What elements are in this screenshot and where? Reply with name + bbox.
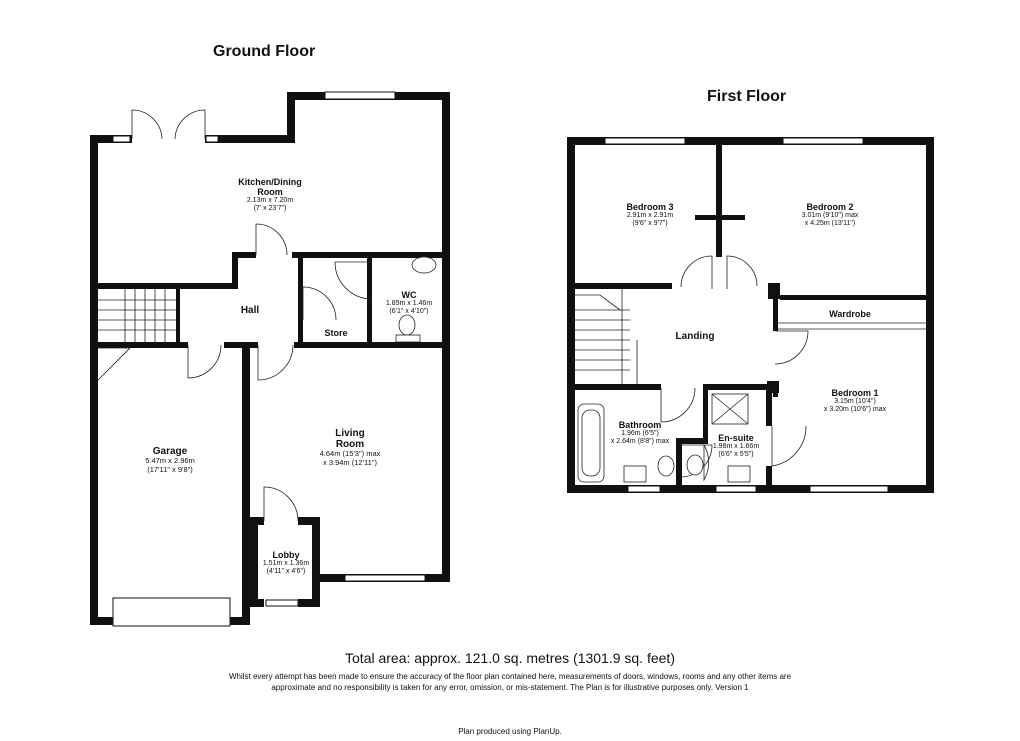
disclaimer: Whilst every attempt has been made to en…: [170, 671, 850, 693]
room-name: WC: [401, 290, 417, 300]
room-name: Hall: [240, 305, 260, 316]
room-dimensions: 1.96m (6'5"): [621, 430, 659, 438]
room-dimensions: 1.98m x 1.66m: [712, 443, 760, 451]
room-name: Lobby: [272, 550, 300, 560]
room-hall: Hall: [230, 300, 270, 318]
room-dimensions: 3.01m (9'10") max: [801, 212, 859, 220]
room-landing: Landing: [665, 326, 725, 344]
room-name: Bedroom 1: [831, 388, 879, 398]
room-garage: Garage 5.47m x 2.96m (17'11" x 9'8"): [115, 446, 225, 474]
room-living: Living Room 4.64m (15'3") max x 3.94m (1…: [290, 428, 410, 467]
room-bedroom-2: Bedroom 2 3.01m (9'10") max x 4.25m (13'…: [775, 202, 885, 228]
room-en-suite: En-suite 1.98m x 1.66m (6'6" x 5'5"): [708, 433, 764, 459]
room-name: Store: [324, 328, 348, 338]
room-dimensions-imperial: (6'1" x 4'10"): [389, 307, 429, 315]
room-dimensions-imperial: (6'6" x 5'5"): [718, 450, 754, 458]
room-name-line2: Room: [335, 439, 365, 451]
room-lobby: Lobby 1.51m x 1.36m (4'11" x 4'6"): [258, 550, 314, 576]
room-dimensions-imperial: x 3.94m (12'11"): [323, 457, 377, 467]
room-dimensions: 3.15m (10'4"): [834, 398, 876, 406]
room-name: Bathroom: [618, 420, 662, 430]
room-name-line2: Room: [257, 187, 283, 198]
room-bedroom-1: Bedroom 1 3.15m (10'4") x 3.20m (10'6") …: [800, 388, 910, 414]
room-name: Kitchen/Dining: [238, 177, 302, 187]
disclaimer-line-1: Whilst every attempt has been made to en…: [228, 672, 792, 681]
room-name: Landing: [675, 331, 715, 342]
room-name: Bedroom 3: [626, 202, 674, 212]
room-bathroom: Bathroom 1.96m (6'5") x 2.64m (8'8") max: [610, 420, 670, 446]
ground-floor-walls: [90, 92, 450, 625]
room-dimensions: 2.91m x 2.91m: [626, 212, 674, 220]
first-floor-windows: [604, 137, 889, 493]
room-dimensions: 4.64m (15'3") max: [319, 449, 381, 459]
room-kitchen-dining: Kitchen/Dining Room 2.13m x 7.20m (7' x …: [215, 177, 325, 213]
first-floor-doors: [575, 255, 926, 483]
first-floor-title: First Floor: [707, 88, 787, 105]
room-name: Living: [335, 428, 365, 439]
room-dimensions: 5.47m x 2.96m: [145, 456, 195, 466]
ground-floor-windows: [112, 91, 426, 627]
room-dimensions-imperial: (9'6" x 9'7"): [632, 219, 668, 227]
room-name: Wardrobe: [829, 309, 871, 319]
room-name: En-suite: [718, 433, 754, 443]
room-dimensions-imperial: x 4.25m (13'11"): [804, 219, 856, 227]
ground-floor-title: Ground Floor: [213, 43, 316, 60]
room-dimensions: 1.85m x 1.46m: [385, 300, 433, 308]
ground-floor-doors: [97, 109, 437, 522]
disclaimer-line-2: approximate and no responsibility is tak…: [271, 683, 749, 692]
room-dimensions-imperial: x 2.64m (8'8") max: [610, 437, 670, 445]
credit: Plan produced using PlanUp.: [458, 727, 562, 736]
room-dimensions-imperial: (17'11" x 9'8"): [147, 464, 193, 474]
room-name: Garage: [152, 446, 188, 457]
room-name: Bedroom 2: [806, 202, 854, 212]
room-dimensions-imperial: (4'11" x 4'6"): [266, 567, 306, 575]
room-store: Store: [306, 328, 366, 338]
room-dimensions: 1.51m x 1.36m: [262, 560, 310, 568]
room-wc: WC 1.85m x 1.46m (6'1" x 4'10"): [376, 290, 442, 316]
room-bedroom-3: Bedroom 3 2.91m x 2.91m (9'6" x 9'7"): [600, 202, 700, 228]
room-dimensions-imperial: x 3.20m (10'6") max: [823, 405, 887, 413]
room-dimensions: 2.13m x 7.20m: [246, 197, 294, 205]
room-dimensions-imperial: (7' x 23'7"): [253, 204, 287, 212]
room-wardrobe: Wardrobe: [815, 309, 885, 319]
total-area: Total area: approx. 121.0 sq. metres (13…: [345, 650, 675, 666]
